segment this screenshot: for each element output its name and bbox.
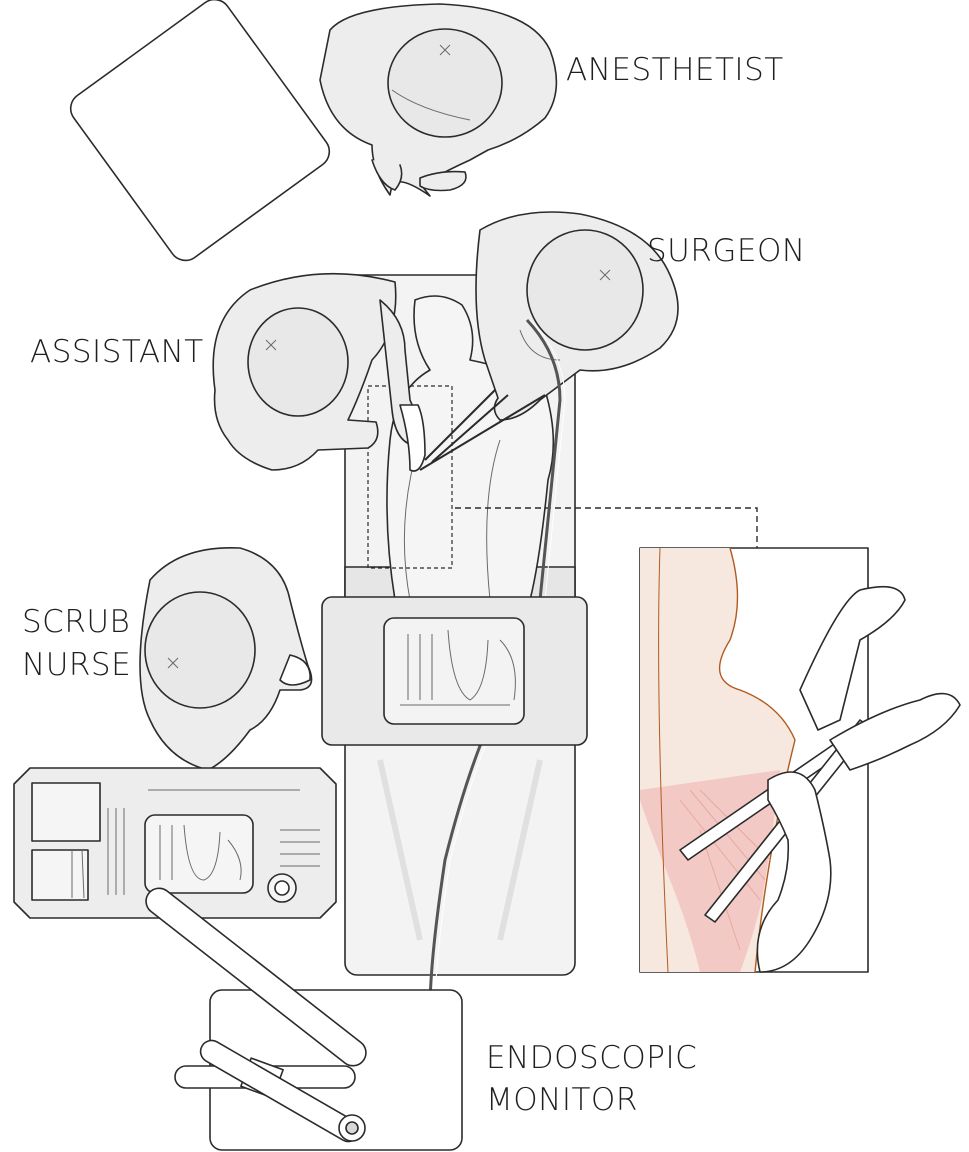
magnified-inset	[640, 548, 960, 972]
anesthetist-figure	[320, 4, 556, 196]
scrub-nurse-label-line2: NURSE	[22, 643, 131, 687]
anesthetist-label: ANESTHETIST	[566, 48, 784, 92]
anesthesia-cart	[64, 0, 335, 267]
instrument-table	[14, 768, 336, 918]
scrub-nurse-figure	[140, 548, 312, 770]
scrub-nurse-label-line1: SCRUB	[22, 600, 130, 644]
endoscopic-monitor-label-line2: MONITOR	[486, 1078, 638, 1122]
surgeon-label: SURGEON	[647, 229, 806, 273]
assistant-label: ASSISTANT	[30, 330, 204, 374]
endoscopic-monitor-label-line1: ENDOSCOPIC	[486, 1036, 697, 1080]
instrument-arm-board	[322, 597, 587, 745]
